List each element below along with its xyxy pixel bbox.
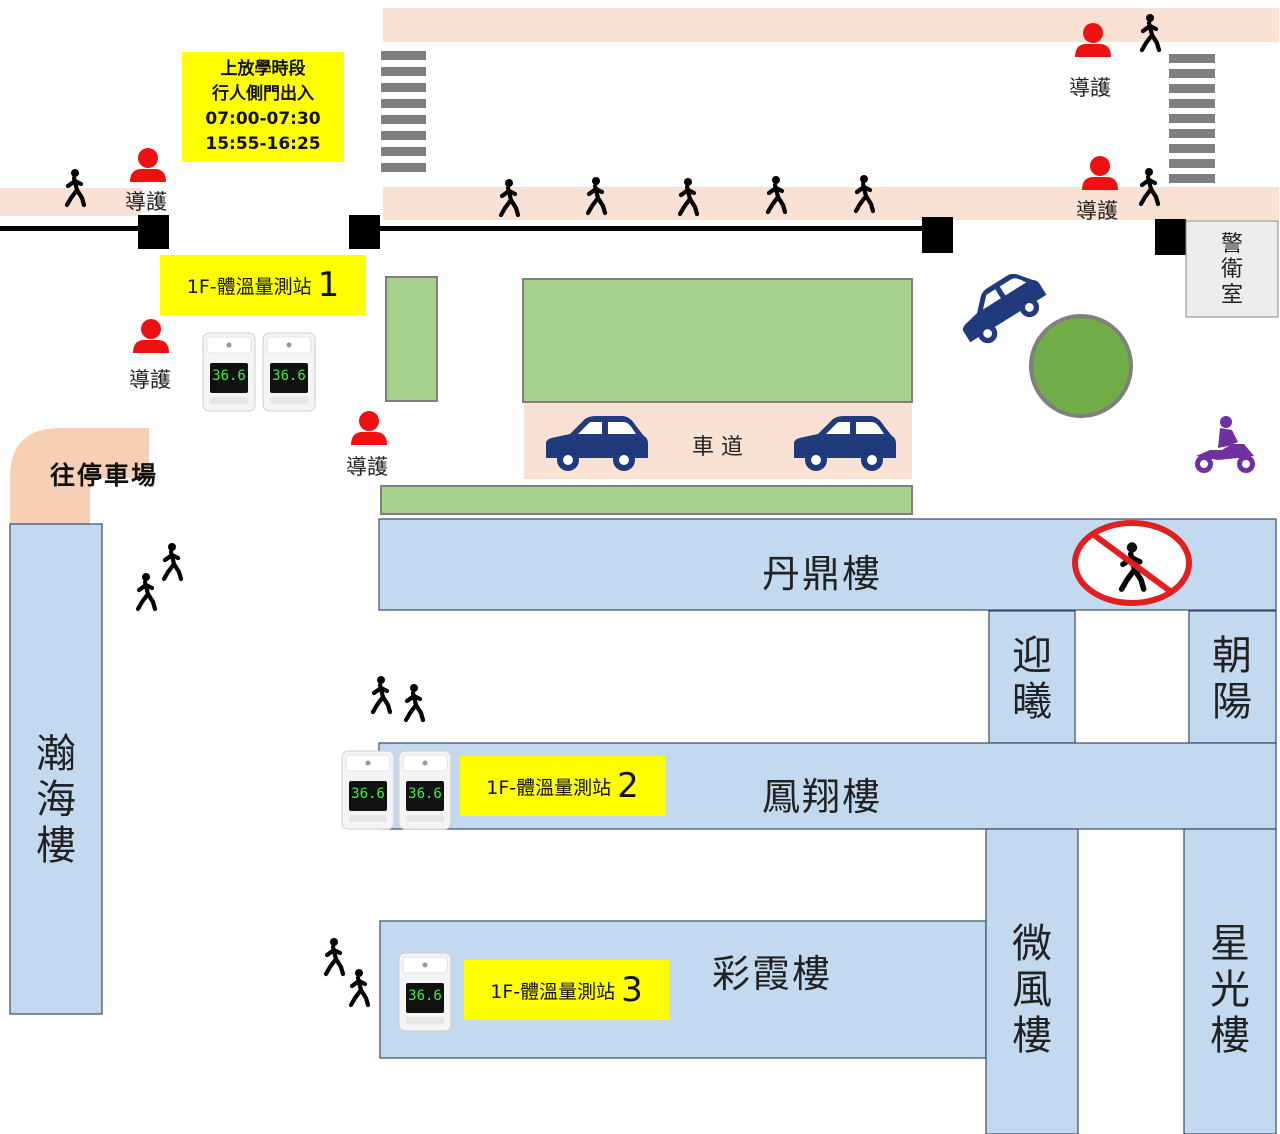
crosswalk-icon xyxy=(381,51,426,172)
green-areas xyxy=(380,276,913,515)
temperature-station-1: 1F-體溫量測站 1 xyxy=(160,255,366,315)
green-area xyxy=(380,485,913,515)
pedestrian-icon xyxy=(164,543,181,579)
station-label: 1F-體溫量測站 xyxy=(486,776,612,799)
guard-label: 導護 xyxy=(1069,76,1111,100)
schedule-line: 上放學時段 xyxy=(220,59,306,79)
crosswalk-stripe xyxy=(1169,144,1215,153)
gate-post-icon xyxy=(349,215,380,249)
station-number: 2 xyxy=(617,766,639,806)
motorcycle-icon xyxy=(1195,416,1255,473)
schedule-time: 15:55-16:25 xyxy=(205,134,321,154)
building-caixia-label: 彩霞樓 xyxy=(712,952,833,996)
building-danding-label: 丹鼎樓 xyxy=(762,552,883,596)
pedestrian-icon xyxy=(326,938,343,974)
no-pedestrian-icon xyxy=(1072,520,1192,606)
crosswalk-stripe xyxy=(1169,174,1215,183)
guard-label: 導護 xyxy=(129,368,171,392)
green-area xyxy=(385,276,438,402)
crosswalk-stripe xyxy=(381,67,426,76)
thermometer-reading: 36.6 xyxy=(212,368,246,384)
thermometer-reading: 36.6 xyxy=(272,368,306,384)
crosswalk-stripe xyxy=(381,51,426,60)
crosswalk-stripe xyxy=(1169,159,1215,168)
pedestrian-icon xyxy=(138,573,155,609)
walkway xyxy=(383,8,1279,42)
walkway xyxy=(383,187,1279,220)
crosswalk-stripe xyxy=(1169,84,1215,93)
crosswalk-stripe xyxy=(1169,54,1215,63)
parking-ramp xyxy=(10,428,149,524)
thermometer-reading: 36.6 xyxy=(351,786,385,802)
gate-post-icon xyxy=(138,215,169,249)
crosswalk-stripe xyxy=(1169,69,1215,78)
roundabout xyxy=(1029,314,1133,418)
building-fengxiang-label: 鳳翔樓 xyxy=(762,775,883,819)
crosswalk-stripe xyxy=(1169,99,1215,108)
building-zhaoyang xyxy=(1188,610,1277,744)
crosswalk-stripe xyxy=(1169,129,1215,138)
building-yingxi xyxy=(988,610,1076,744)
guard-label: 導護 xyxy=(125,190,167,214)
temperature-station-3: 1F-體溫量測站 3 xyxy=(464,960,669,1020)
thermometer-reading: 36.6 xyxy=(408,786,442,802)
pedestrian-icon xyxy=(406,684,423,720)
gate-posts xyxy=(138,215,1186,255)
building-weifeng xyxy=(985,828,1079,1134)
schedule-line: 行人側門出入 xyxy=(212,84,314,104)
schedule-note: 上放學時段 行人側門出入 07:00-07:30 15:55-16:25 xyxy=(182,52,344,162)
crosswalk-icon xyxy=(1169,54,1215,183)
station-label: 1F-體溫量測站 xyxy=(490,980,616,1003)
gate-post-icon xyxy=(922,217,953,253)
green-area xyxy=(522,278,913,403)
crosswalk-stripe xyxy=(381,115,426,124)
pedestrian-icon xyxy=(351,969,368,1005)
guard-label: 導護 xyxy=(1076,199,1118,223)
station-label: 1F-體溫量測站 xyxy=(186,275,312,298)
building-hanhai-label: 瀚 海 樓 xyxy=(36,731,76,869)
crosswalk-stripe xyxy=(381,99,426,108)
guard-icon xyxy=(351,411,387,445)
parking-label: 往停車場 xyxy=(50,461,159,490)
building-xingguang xyxy=(1183,828,1277,1134)
thermometer-reading: 36.6 xyxy=(408,988,442,1004)
crosswalk-stripe xyxy=(381,83,426,92)
campus-fence xyxy=(0,226,940,231)
temperature-station-2: 1F-體溫量測站 2 xyxy=(460,756,665,816)
guard-room-label: 警 衛 室 xyxy=(1220,232,1243,308)
station-number: 1 xyxy=(317,265,340,305)
gate-post-icon xyxy=(1155,219,1186,255)
walkways xyxy=(0,8,1279,220)
guard-icon xyxy=(133,319,169,353)
building-yingxi-label: 迎 曦 xyxy=(1012,633,1052,725)
guard-icon xyxy=(1082,156,1118,190)
guard-label: 導護 xyxy=(346,455,388,479)
schedule-time: 07:00-07:30 xyxy=(205,109,321,129)
crosswalk-stripe xyxy=(381,131,426,140)
pedestrian-icon xyxy=(373,676,390,712)
station-number: 3 xyxy=(621,970,643,1010)
crosswalk-stripe xyxy=(381,147,426,156)
building-xingguang-label: 星 光 樓 xyxy=(1210,921,1250,1059)
building-weifeng-label: 微 風 樓 xyxy=(1012,921,1052,1059)
guard-icon xyxy=(130,148,166,182)
building-hanhai xyxy=(9,523,103,1015)
crosswalk-stripe xyxy=(381,163,426,172)
driveway-label: 車 道 xyxy=(692,435,743,460)
building-zhaoyang-label: 朝 陽 xyxy=(1212,633,1252,725)
guard-room xyxy=(1185,220,1279,318)
crosswalk-stripe xyxy=(1169,114,1215,123)
buildings xyxy=(9,518,1277,1134)
